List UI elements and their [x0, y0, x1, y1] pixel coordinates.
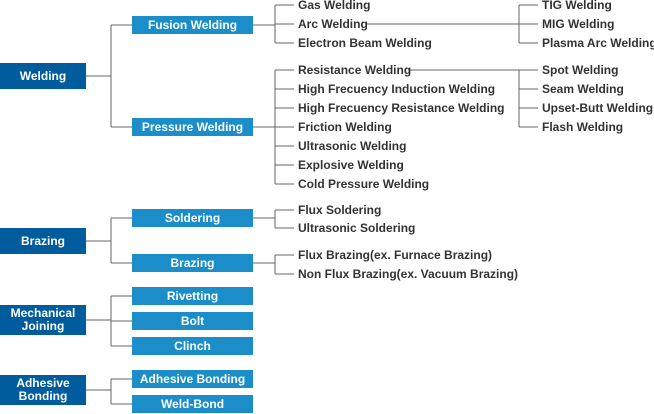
- category-box: Pressure Welding: [132, 118, 253, 136]
- root-box: Welding: [0, 63, 86, 89]
- category-box: Adhesive Bonding: [132, 370, 253, 388]
- category-box: Clinch: [132, 337, 253, 355]
- method-label: Flux Soldering: [298, 203, 382, 217]
- method-label: High Frecuency Induction Welding: [298, 82, 496, 96]
- method-label: Ultrasonic Soldering: [298, 221, 416, 235]
- root-box: Mechanical Joining: [0, 305, 86, 335]
- subtype-label: MIG Welding: [542, 17, 615, 31]
- subtype-label: Upset-Butt Welding: [542, 101, 654, 115]
- category-box: Fusion Welding: [132, 16, 253, 34]
- subtype-label: Seam Welding: [542, 82, 624, 96]
- category-box: Rivetting: [132, 287, 253, 305]
- method-label: Flux Brazing(ex. Furnace Brazing): [298, 248, 493, 262]
- root-box: Brazing: [0, 228, 86, 254]
- method-label: Resistance Welding: [298, 63, 412, 77]
- method-label: Arc Welding: [298, 17, 368, 31]
- method-label: Electron Beam Welding: [298, 36, 432, 50]
- method-label: Ultrasonic Welding: [298, 139, 407, 153]
- subtype-label: Plasma Arc Welding: [542, 36, 654, 50]
- category-box: Brazing: [132, 254, 253, 272]
- method-label: Friction Welding: [298, 120, 392, 134]
- root-box: Adhesive Bonding: [0, 375, 86, 405]
- method-label: Cold Pressure Welding: [298, 177, 430, 191]
- category-box: Weld-Bond: [132, 395, 253, 413]
- subtype-label: Flash Welding: [542, 120, 624, 134]
- method-label: Non Flux Brazing(ex. Vacuum Brazing): [298, 267, 519, 281]
- method-label: High Frecuency Resistance Welding: [298, 101, 505, 115]
- category-box: Soldering: [132, 209, 253, 227]
- method-label: Gas Welding: [298, 0, 371, 12]
- category-box: Bolt: [132, 312, 253, 330]
- subtype-label: TIG Welding: [542, 0, 612, 12]
- method-label: Explosive Welding: [298, 158, 404, 172]
- subtype-label: Spot Welding: [542, 63, 619, 77]
